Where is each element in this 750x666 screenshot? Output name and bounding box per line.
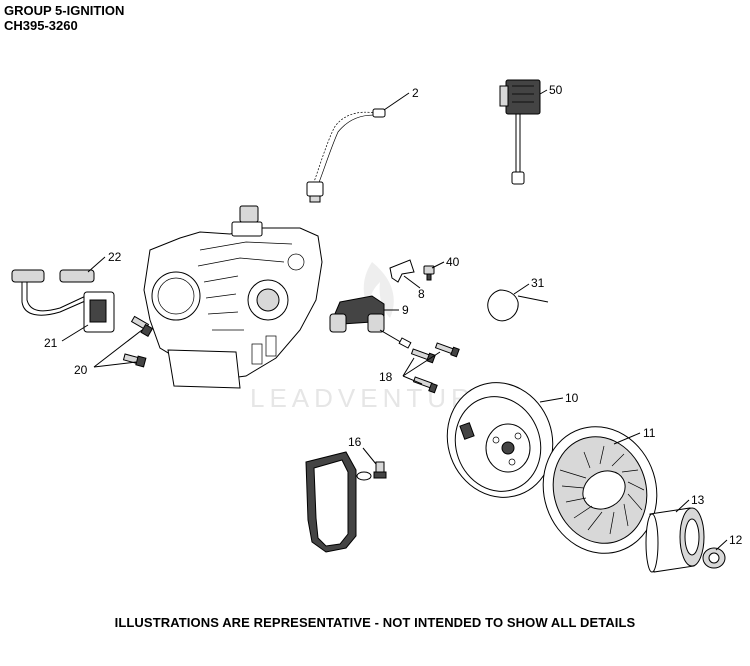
bracket-part-8 (389, 259, 415, 283)
leader-lines (61, 89, 728, 551)
engine-crankcase (143, 205, 323, 389)
cable-tie-part-31 (487, 289, 549, 322)
watermark-logo: LEADVENTURE (250, 262, 497, 413)
screw-part-40 (423, 265, 435, 281)
ignition-module-part-9 (329, 295, 412, 349)
callout-21: 21 (44, 336, 58, 350)
fan-cup-part-13 (645, 507, 705, 573)
callout-31: 31 (531, 276, 545, 290)
module-part-50 (499, 79, 541, 185)
air-guide-shroud (305, 451, 357, 553)
model-code: CH395-3260 (4, 18, 78, 33)
nut-part-12 (702, 547, 726, 569)
callout-22: 22 (108, 250, 122, 264)
group-title: GROUP 5-IGNITION (4, 3, 125, 18)
callout-8: 8 (418, 287, 425, 301)
callout-18: 18 (379, 370, 393, 384)
stud-part-16 (356, 461, 387, 481)
callout-16: 16 (348, 435, 362, 449)
ignition-wire-part-2 (306, 108, 386, 203)
bolts-part-20 (122, 315, 154, 368)
callout-50: 50 (549, 83, 563, 97)
cooling-fan-part-11 (542, 426, 658, 554)
ignition-coil-part-21-22 (11, 269, 115, 333)
callout-9: 9 (402, 303, 409, 317)
callout-20: 20 (74, 363, 88, 377)
flywheel-part-10 (446, 382, 554, 498)
callout-10: 10 (565, 391, 579, 405)
disclaimer-footer: ILLUSTRATIONS ARE REPRESENTATIVE - NOT I… (114, 615, 636, 630)
callout-13: 13 (691, 493, 705, 507)
callout-2: 2 (412, 86, 419, 100)
watermark-text: LEADVENTURE (250, 383, 497, 413)
bolts-part-18 (410, 342, 460, 394)
callout-12: 12 (729, 533, 743, 547)
callout-40: 40 (446, 255, 460, 269)
callout-11: 11 (643, 426, 656, 440)
